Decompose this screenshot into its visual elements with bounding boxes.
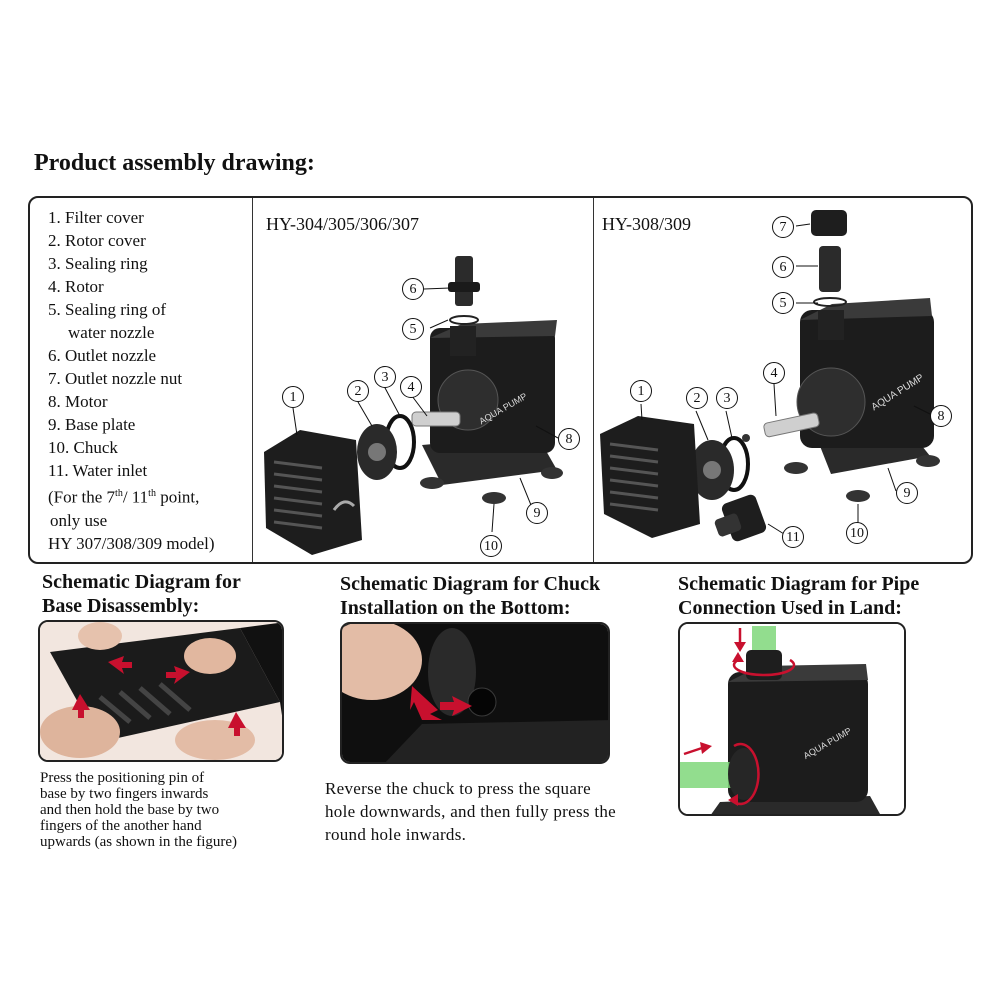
- list-item: 7. Outlet nozzle nut: [48, 369, 183, 388]
- rotor-shape: [411, 411, 461, 427]
- parts-list: 1. Filter cover 2. Rotor cover 3. Sealin…: [48, 206, 215, 555]
- list-item: 8. Motor: [48, 392, 108, 411]
- model-b-label: HY-308/309: [602, 214, 691, 234]
- section-title-chuck-installation: Schematic Diagram for Chuck Installation…: [340, 573, 601, 619]
- callout-1: 1: [630, 380, 652, 402]
- list-item: 3. Sealing ring: [48, 254, 148, 273]
- list-item: 2. Rotor cover: [48, 231, 146, 250]
- list-item: 10. Chuck: [48, 438, 118, 457]
- list-item: 1. Filter cover: [48, 208, 144, 227]
- callout-1: 1: [282, 386, 304, 408]
- callout-10: 10: [846, 522, 868, 544]
- list-item: water nozzle: [68, 323, 155, 342]
- list-item: 4. Rotor: [48, 277, 104, 296]
- callout-8: 8: [558, 428, 580, 450]
- callout-9: 9: [526, 502, 548, 524]
- model-note: HY 307/308/309 model): [48, 533, 215, 553]
- callout-6: 6: [402, 278, 424, 300]
- chuck-installation-text: Reverse the chuck to press the square ho…: [325, 779, 617, 844]
- divider: [252, 198, 253, 562]
- callout-4: 4: [400, 376, 422, 398]
- base-disassembly-photo: [38, 620, 284, 762]
- callout-3: 3: [374, 366, 396, 388]
- divider: [593, 198, 594, 562]
- callout-9: 9: [896, 482, 918, 504]
- pipe-connection-photo: AQUA PUMP: [678, 622, 906, 816]
- model-a-label: HY-304/305/306/307: [266, 214, 419, 234]
- callout-2: 2: [686, 387, 708, 409]
- section-title-pipe-connection: Schematic Diagram for Pipe Connection Us…: [678, 573, 920, 619]
- callout-6: 6: [772, 256, 794, 278]
- model-note: only use: [50, 510, 108, 530]
- chuck-installation-photo: [340, 622, 610, 764]
- callout-5: 5: [402, 318, 424, 340]
- callout-3: 3: [716, 387, 738, 409]
- list-item: 9. Base plate: [48, 415, 136, 434]
- outlet-nozzle-shape: [455, 256, 473, 306]
- base-disassembly-text: Press the positioning pin of base by two…: [40, 770, 238, 850]
- callout-8: 8: [930, 405, 952, 427]
- assembly-frame: [28, 196, 973, 564]
- list-item: 11. Water inlet: [48, 461, 148, 480]
- list-item: 6. Outlet nozzle: [48, 346, 157, 365]
- callout-4: 4: [763, 362, 785, 384]
- exploded-view-a: AQUA PUMP: [264, 256, 563, 555]
- callout-10: 10: [480, 535, 502, 557]
- callout-11: 11: [782, 526, 804, 548]
- filter-cover-shape: [264, 430, 362, 555]
- callout-5: 5: [772, 292, 794, 314]
- list-item: 5. Sealing ring of: [48, 300, 167, 319]
- callout-2: 2: [347, 380, 369, 402]
- page-title: Product assembly drawing:: [34, 150, 315, 176]
- section-title-base-disassembly: Schematic Diagram for Base Disassembly:: [42, 571, 241, 617]
- exploded-view-b: AQUA PUMP: [600, 210, 940, 542]
- callout-7: 7: [772, 216, 794, 238]
- model-note: (For the 7th/ 11th point,: [48, 487, 200, 507]
